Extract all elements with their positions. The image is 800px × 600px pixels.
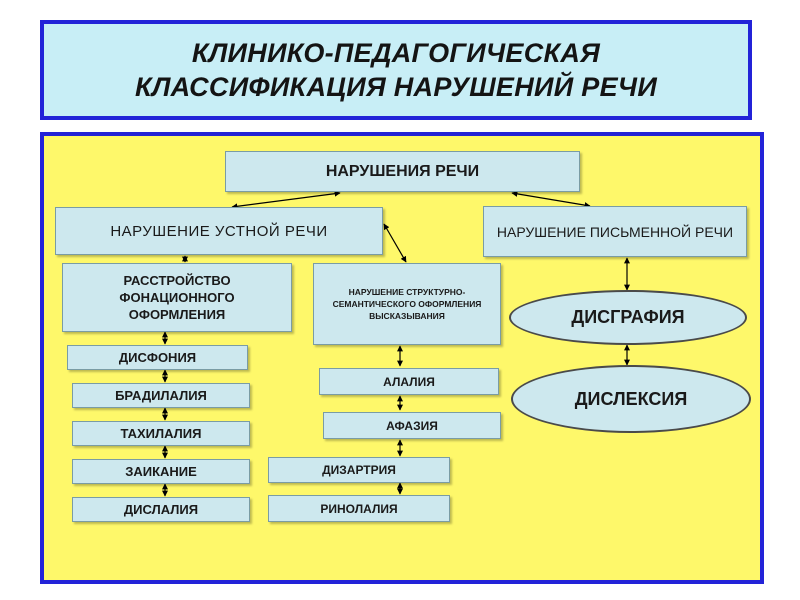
- title-panel: КЛИНИКО-ПЕДАГОГИЧЕСКАЯ КЛАССИФИКАЦИЯ НАР…: [40, 20, 752, 120]
- box-bradilalia-label: БРАДИЛАЛИЯ: [115, 388, 207, 403]
- box-stuttering-label: ЗАИКАНИЕ: [125, 464, 197, 479]
- box-dislalia: ДИСЛАЛИЯ: [72, 497, 250, 522]
- box-alalia-label: АЛАЛИЯ: [383, 374, 435, 389]
- ellipse-dysgraphia: ДИСГРАФИЯ: [509, 290, 747, 345]
- box-speech-disorders: НАРУШЕНИЯ РЕЧИ: [225, 151, 580, 192]
- box-alalia: АЛАЛИЯ: [319, 368, 499, 395]
- box-tahilalia-label: ТАХИЛАЛИЯ: [120, 426, 202, 441]
- box-stuttering: ЗАИКАНИЕ: [72, 459, 250, 484]
- box-dysarthria-label: ДИЗАРТРИЯ: [322, 463, 396, 477]
- box-written-speech: НАРУШЕНИЕ ПИСЬМЕННОЙ РЕЧИ: [483, 206, 747, 257]
- ellipse-dyslexia-label: ДИСЛЕКСИЯ: [574, 388, 688, 409]
- ellipse-dyslexia: ДИСЛЕКСИЯ: [511, 365, 751, 433]
- box-structural: НАРУШЕНИЕ СТРУКТУРНО-СЕМАНТИЧЕСКОГО ОФОР…: [313, 263, 501, 345]
- box-aphasia-label: АФАЗИЯ: [386, 418, 438, 433]
- box-written-speech-label: НАРУШЕНИЕ ПИСЬМЕННОЙ РЕЧИ: [496, 223, 734, 240]
- box-oral-speech-label: НАРУШЕНИЕ УСТНОЙ РЕЧИ: [110, 222, 328, 240]
- box-dysphonia: ДИСФОНИЯ: [67, 345, 248, 370]
- box-speech-disorders-label: НАРУШЕНИЯ РЕЧИ: [325, 162, 480, 180]
- box-rinolalia-label: РИНОЛАЛИЯ: [320, 501, 398, 516]
- box-dislalia-label: ДИСЛАЛИЯ: [123, 502, 199, 517]
- box-dysphonia-label: ДИСФОНИЯ: [118, 350, 197, 365]
- box-dysarthria: ДИЗАРТРИЯ: [268, 457, 450, 483]
- box-phonation: РАССТРОЙСТВО ФОНАЦИОННОГО ОФОРМЛЕНИЯ: [62, 263, 292, 332]
- box-structural-label: НАРУШЕНИЕ СТРУКТУРНО-СЕМАНТИЧЕСКОГО ОФОР…: [332, 287, 482, 321]
- box-bradilalia: БРАДИЛАЛИЯ: [72, 383, 250, 408]
- box-tahilalia: ТАХИЛАЛИЯ: [72, 421, 250, 446]
- title-line-2: КЛАССИФИКАЦИЯ НАРУШЕНИЙ РЕЧИ: [134, 72, 658, 102]
- ellipse-dysgraphia-label: ДИСГРАФИЯ: [571, 307, 685, 327]
- box-aphasia: АФАЗИЯ: [323, 412, 501, 439]
- title-line-1: КЛИНИКО-ПЕДАГОГИЧЕСКАЯ: [191, 38, 601, 68]
- box-rinolalia: РИНОЛАЛИЯ: [268, 495, 450, 522]
- box-oral-speech: НАРУШЕНИЕ УСТНОЙ РЕЧИ: [55, 207, 383, 255]
- box-phonation-label: РАССТРОЙСТВО ФОНАЦИОННОГО ОФОРМЛЕНИЯ: [119, 273, 235, 322]
